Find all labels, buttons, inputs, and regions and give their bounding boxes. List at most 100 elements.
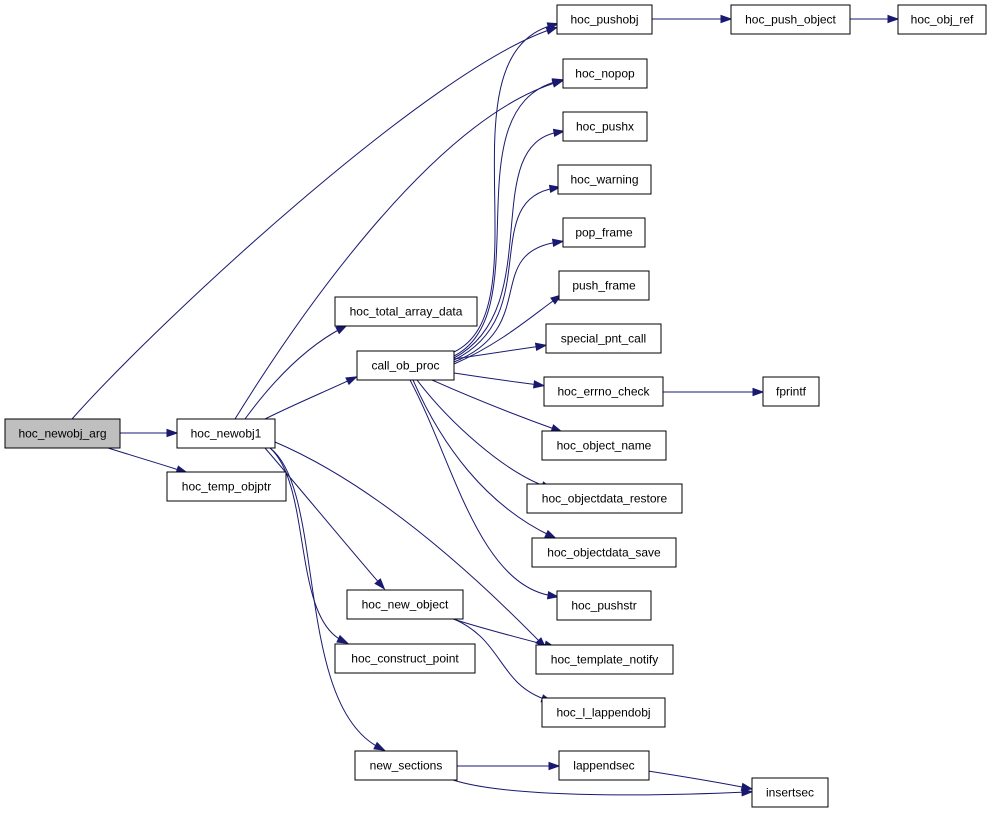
node-label: hoc_pushobj [570,13,638,27]
node-label: hoc_nopop [575,67,635,81]
arrow-head [887,14,900,24]
node-hoc-object-name[interactable]: hoc_object_name [541,430,667,461]
edge-line [453,241,559,363]
edge-line [452,618,551,647]
edge-line [453,372,540,386]
edge-call_ob_proc-to-hoc_errno_check [453,372,546,389]
node-hoc-objectdata-restore[interactable]: hoc_objectdata_restore [526,483,683,514]
node-call-ob-proc[interactable]: call_ob_proc [356,350,455,381]
node-box[interactable] [543,376,664,407]
node-special-pnt-call[interactable]: special_pnt_call [545,323,662,354]
arrow-head [336,634,349,644]
node-label: new_sections [370,759,443,773]
node-hoc-newobj-arg[interactable]: hoc_newobj_arg [4,418,121,449]
node-box[interactable] [334,296,478,327]
edge-line [269,447,381,749]
node-fprintf[interactable]: fprintf [762,376,820,407]
node-box[interactable] [751,777,829,808]
edge-hoc_newobj1-to-hoc_new_object [264,447,386,590]
node-hoc-total-array-data[interactable]: hoc_total_array_data [334,296,478,327]
node-box[interactable] [535,644,674,675]
node-box[interactable] [762,376,820,407]
node-label: hoc_newobj1 [191,427,262,441]
node-box[interactable] [334,643,476,674]
node-box[interactable] [558,750,650,781]
node-label: hoc_push_object [745,13,836,27]
edge-call_ob_proc-to-hoc_pushobj [453,22,560,353]
node-box[interactable] [562,111,648,142]
node-label: hoc_errno_check [557,385,650,399]
node-hoc-pushstr[interactable]: hoc_pushstr [556,590,652,621]
node-box[interactable] [356,350,455,381]
edge-line [416,379,548,488]
node-hoc-newobj1[interactable]: hoc_newobj1 [176,418,276,449]
edge-line [234,81,559,420]
node-box[interactable] [541,697,666,728]
node-hoc-nopop[interactable]: hoc_nopop [562,58,648,89]
node-box[interactable] [176,418,276,449]
node-hoc-objectdata-save[interactable]: hoc_objectdata_save [531,537,677,568]
node-box[interactable] [545,323,662,354]
node-hoc-pushx[interactable]: hoc_pushx [562,111,648,142]
arrow-head [373,741,386,751]
node-box[interactable] [526,483,683,514]
edge-line [453,187,556,361]
arrow-head [551,238,565,247]
node-hoc-temp-objptr[interactable]: hoc_temp_objptr [166,471,287,502]
node-box[interactable] [562,58,648,89]
edge-hoc_newobj1-to-new_sections [269,447,386,751]
node-hoc-push-object[interactable]: hoc_push_object [730,4,851,35]
arrow-head [533,380,546,389]
edge-line [647,770,748,789]
edge-line [264,447,382,586]
node-box[interactable] [558,270,650,301]
node-hoc-errno-check[interactable]: hoc_errno_check [543,376,664,407]
node-box[interactable] [541,430,667,461]
node-pop-frame[interactable]: pop_frame [562,217,646,248]
arrow-head [546,22,560,31]
arrow-head [374,578,386,590]
edge-call_ob_proc-to-pop_frame [453,238,565,363]
node-box[interactable] [556,4,653,35]
node-push-frame[interactable]: push_frame [558,270,650,301]
edge-hoc_newobj_arg-to-hoc_newobj1 [119,428,179,438]
node-hoc-warning[interactable]: hoc_warning [557,164,652,195]
edge-hoc_newobj1-to-call_ob_proc [264,376,358,420]
node-hoc-template-notify[interactable]: hoc_template_notify [535,644,674,675]
node-label: hoc_newobj_arg [18,427,106,441]
node-label: hoc_new_object [362,598,449,612]
edge-call_ob_proc-to-hoc_objectdata_save [412,379,557,539]
node-box[interactable] [346,589,464,620]
edge-line [453,618,548,701]
arrow-head [166,428,179,438]
node-label: hoc_total_array_data [350,305,463,319]
node-label: hoc_pushx [576,120,634,134]
arrow-head [548,184,562,194]
node-box[interactable] [562,217,646,248]
node-hoc-pushobj[interactable]: hoc_pushobj [556,4,653,35]
edge-call_ob_proc-to-hoc_warning [453,184,562,361]
node-label: hoc_obj_ref [911,13,974,27]
node-label: call_ob_proc [371,359,439,373]
node-box[interactable] [730,4,851,35]
node-box[interactable] [556,590,652,621]
edge-call_ob_proc-to-special_pnt_call [453,342,548,360]
node-label: hoc_template_notify [551,653,658,667]
arrow-head [546,591,560,600]
node-box[interactable] [557,164,652,195]
node-hoc-construct-point[interactable]: hoc_construct_point [334,643,476,674]
edge-new_sections-to-insertsec [452,779,754,797]
node-hoc-new-object[interactable]: hoc_new_object [346,589,464,620]
node-box[interactable] [4,418,121,449]
node-hoc-l-lappendobj[interactable]: hoc_l_lappendobj [541,697,666,728]
node-box[interactable] [897,4,987,35]
node-insertsec[interactable]: insertsec [751,777,829,808]
node-hoc-obj-ref[interactable]: hoc_obj_ref [897,4,987,35]
node-box[interactable] [531,537,677,568]
node-box[interactable] [354,750,458,781]
node-lappendsec[interactable]: lappendsec [558,750,650,781]
arrow-head [740,782,754,792]
edge-line [453,131,560,359]
node-new-sections[interactable]: new_sections [354,750,458,781]
node-box[interactable] [166,471,287,502]
